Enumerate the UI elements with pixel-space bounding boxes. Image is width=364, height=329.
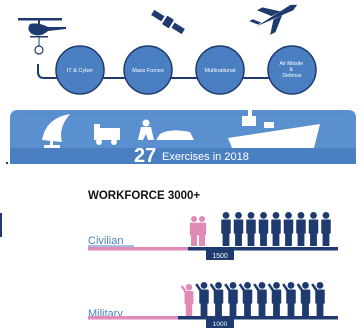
saluting-soldier-icon xyxy=(195,282,209,316)
saluting-soldier-icon xyxy=(224,282,238,316)
person-icon xyxy=(258,212,269,246)
warship-icon xyxy=(228,96,320,148)
banner-ground xyxy=(10,148,356,164)
workforce-title: WORKFORCE 3000+ xyxy=(88,190,200,202)
radar-dish-icon xyxy=(42,114,70,148)
helicopter-icon xyxy=(18,18,66,55)
saluting-soldier-icon xyxy=(253,282,267,316)
civilian-value-box xyxy=(206,250,234,260)
saluting-soldier-icon xyxy=(238,282,253,316)
military-value: 1000 xyxy=(213,321,228,328)
edge-mark xyxy=(0,213,2,237)
exercise-label: IT & Cyber xyxy=(67,68,93,74)
saluting-soldier-icon xyxy=(180,284,194,316)
person-icon xyxy=(221,212,231,246)
saluting-soldier-icon xyxy=(311,282,325,316)
exercise-label: Multinational xyxy=(205,68,236,74)
civilian-label: Civilian xyxy=(88,235,123,247)
exercise-circle-air-missile-defense: Air Missile & Defense xyxy=(267,45,317,95)
person-icon xyxy=(233,212,244,246)
saluting-soldier-icon xyxy=(296,282,311,316)
exercise-circle-it-cyber: IT & Cyber xyxy=(55,45,105,95)
soldier-icon xyxy=(138,119,194,140)
military-bar-navy xyxy=(178,316,338,320)
military-row: Military 1000 xyxy=(88,282,338,328)
exercise-label: Mass Forces xyxy=(132,68,164,74)
exercises-caption: Exercises in 2018 xyxy=(162,151,249,163)
exercise-label: Air Missile & Defense xyxy=(279,61,304,79)
saluting-soldier-icon xyxy=(209,282,224,316)
person-icon xyxy=(296,212,306,246)
satellite-icon xyxy=(151,9,185,35)
exercise-circle-multinational: Multinational xyxy=(195,45,245,95)
saluting-soldier-icon xyxy=(282,282,296,316)
civilian-value: 1500 xyxy=(212,253,228,260)
person-icon xyxy=(321,212,331,246)
banner-dot xyxy=(6,162,8,164)
person-icon xyxy=(271,212,281,246)
civilian-row: Civilian 1500 xyxy=(88,212,338,260)
person-icon xyxy=(189,216,199,246)
saluting-soldier-icon xyxy=(267,282,282,316)
exercise-circle-mass-forces: Mass Forces xyxy=(123,45,173,95)
person-icon xyxy=(246,212,256,246)
fighter-jet-icon xyxy=(249,4,298,35)
person-icon xyxy=(283,212,294,246)
civilian-bar-pink xyxy=(88,247,188,251)
person-icon xyxy=(308,212,319,246)
exercises-count: 27 xyxy=(134,145,156,167)
civilian-bar-navy xyxy=(188,247,338,251)
military-bar-pink xyxy=(88,316,178,320)
person-icon xyxy=(197,216,207,246)
military-value-box xyxy=(206,319,234,328)
truck-icon xyxy=(94,124,120,145)
